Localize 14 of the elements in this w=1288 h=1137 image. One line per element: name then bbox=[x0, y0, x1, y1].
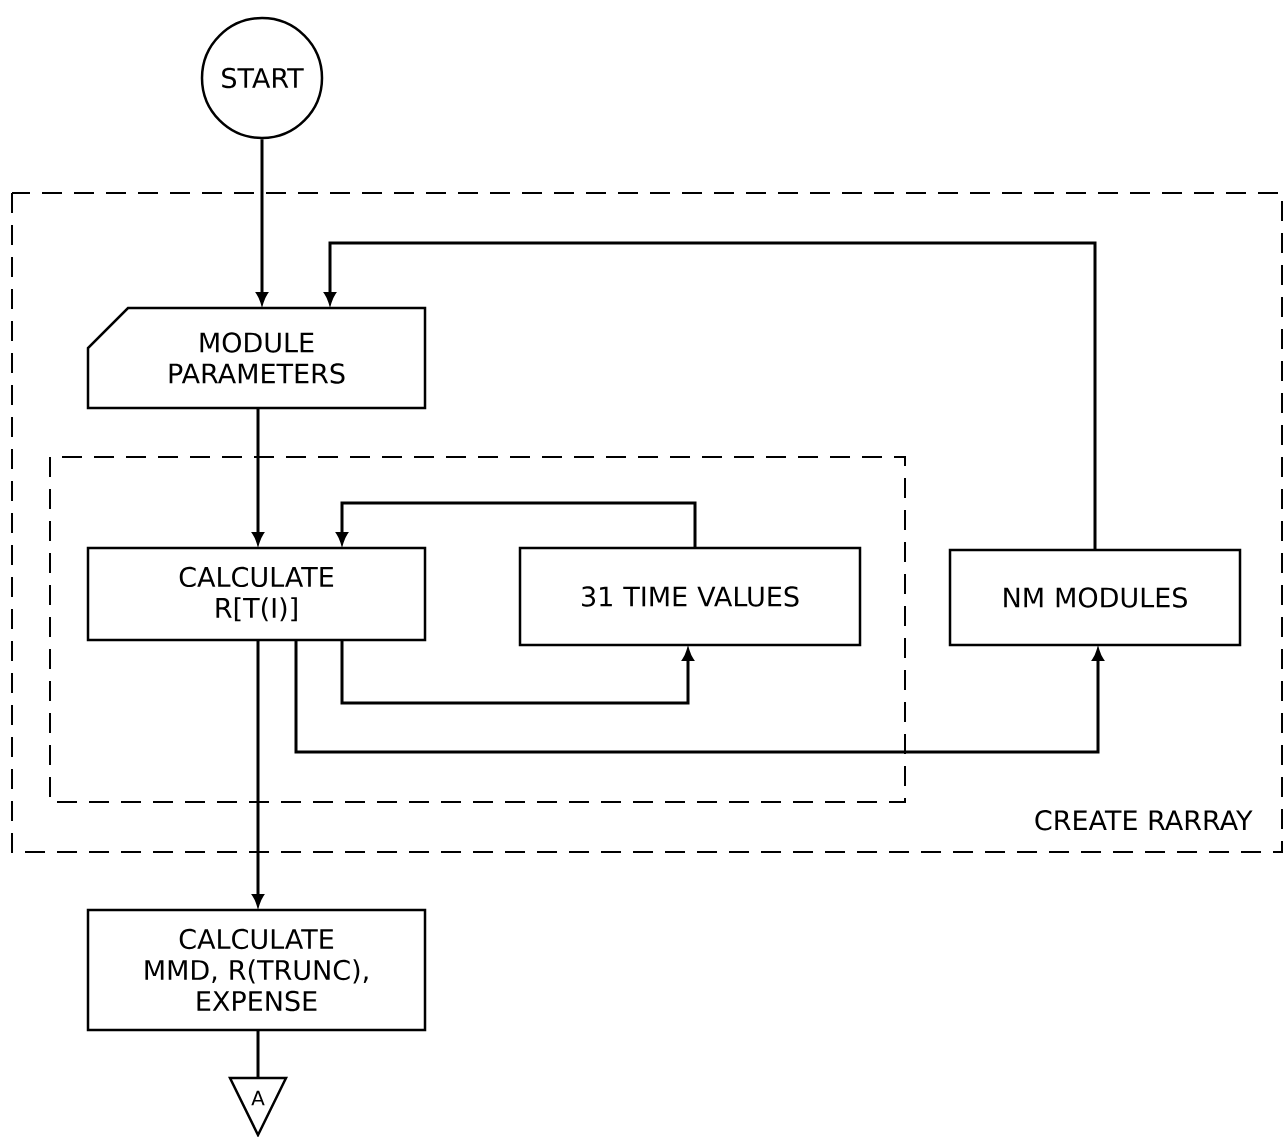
arrow bbox=[324, 241, 1097, 550]
connector-triangle: A bbox=[228, 1076, 288, 1137]
input-card: MODULE PARAMETERS bbox=[86, 306, 427, 410]
arrow bbox=[256, 139, 268, 305]
arrow bbox=[294, 640, 1104, 754]
arrow bbox=[340, 640, 694, 705]
dashed-group-frame bbox=[49, 456, 906, 803]
arrow bbox=[252, 408, 264, 545]
process-box: CALCULATE MMD, R(TRUNC), EXPENSE bbox=[86, 908, 427, 1032]
process-box: NM MODULES bbox=[948, 548, 1242, 647]
arrow bbox=[252, 640, 264, 907]
arrow bbox=[336, 501, 697, 548]
process-box: 31 TIME VALUES bbox=[518, 546, 862, 647]
process-box: CALCULATE R[T(I)] bbox=[86, 546, 427, 642]
